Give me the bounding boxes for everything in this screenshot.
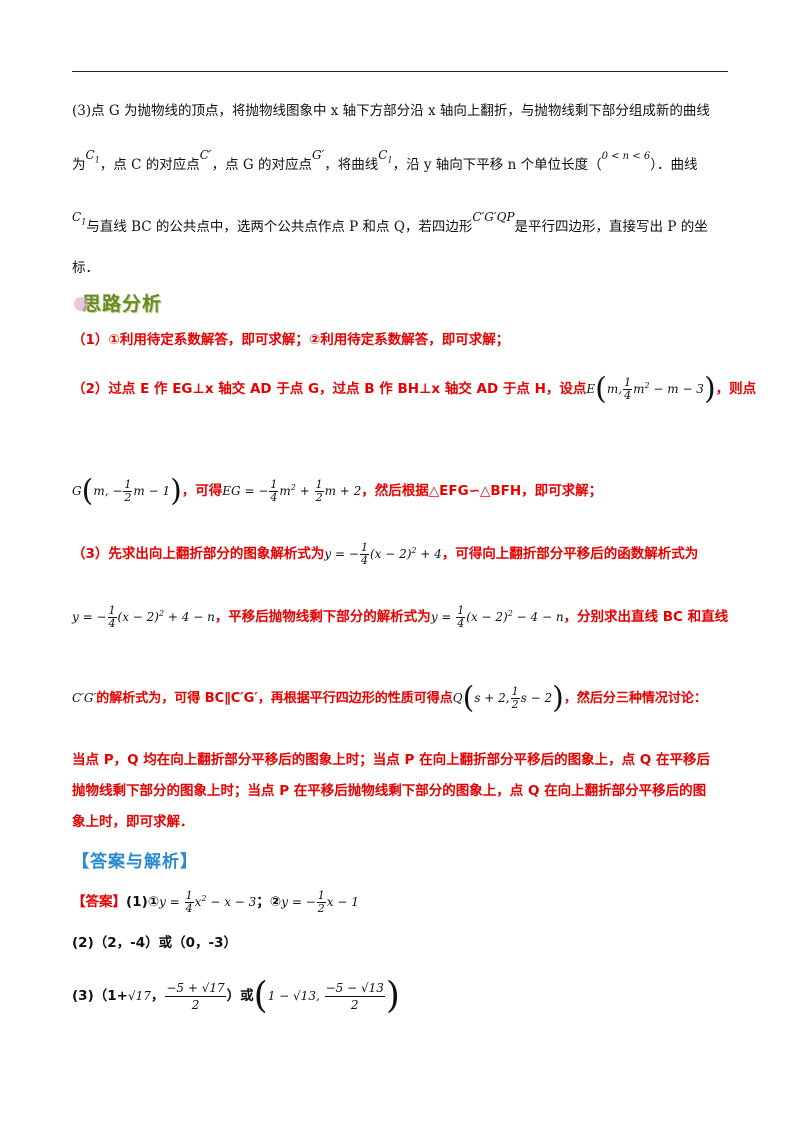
text: 的解析式为，可得 BC∥C′G′，再根据平行四边形的性质可得点 <box>96 691 453 706</box>
answer-label: 【答案】 <box>72 894 126 910</box>
text: ）．曲线 <box>650 157 698 173</box>
answer-title: 【答案与解析】 <box>72 852 198 872</box>
math-c1: C1 <box>85 148 100 165</box>
text: ，点 C 的对应点 <box>99 157 200 173</box>
text: ， <box>150 988 165 1004</box>
analysis-heading: 思路分析 <box>74 289 162 316</box>
text: ，沿 y 轴向下平移 n 个单位长度（ <box>392 157 602 173</box>
text: ，然后根据△EFG∽△BFH，即可求解； <box>361 483 603 499</box>
text: 为 <box>72 157 86 173</box>
text: 抛物线剩下部分的图象上时；当点 P 在平移后抛物线剩下部分的图象上，点 Q 在向… <box>72 783 707 799</box>
analysis-p4: 当点 P，Q 均在向上翻折部分平移后的图象上时；当点 P 在向上翻折部分平移后的… <box>72 745 732 838</box>
text: ；② <box>256 894 282 910</box>
analysis-p3-line3: C′G′的解析式为，可得 BC∥C′G′，再根据平行四边形的性质可得点Q(s +… <box>72 680 732 716</box>
analysis-p2-line1: （2）过点 E 作 EG⊥x 轴交 AD 于点 G，过点 B 作 BH⊥x 轴交… <box>72 371 756 407</box>
math-quad: C′G′QP <box>472 210 515 224</box>
text: 与直线 BC 的公共点中，选两个公共点作点 P 和点 Q，若四边形 <box>86 219 473 235</box>
text: （2）过点 E 作 EG⊥x 轴交 AD 于点 G，过点 B 作 BH⊥x 轴交… <box>72 381 587 397</box>
text: ，则点 <box>715 381 757 397</box>
text: ，将曲线 <box>324 157 379 173</box>
text: ，然后分三种情况讨论： <box>563 691 707 706</box>
math-CG: C′G′ <box>72 691 97 705</box>
text: ）或 <box>226 988 254 1004</box>
math-n-range: 0 < n < 6 <box>601 151 651 162</box>
text: 象上时，即可求解． <box>72 814 194 830</box>
text: ，可得 <box>181 483 223 499</box>
math-c1b: C1 <box>378 148 393 165</box>
math-sqrt17: √17 <box>127 989 151 1003</box>
text: ，点 G 的对应点 <box>211 157 312 173</box>
math-cprime: C′ <box>199 148 212 162</box>
math-gprime: G′ <box>311 148 325 162</box>
heading-splash <box>74 297 88 311</box>
text: ，分别求出直线 BC 和直线 <box>563 609 729 625</box>
text: ，可得向上翻折部分平移后的函数解析式为 <box>441 546 699 562</box>
text: 当点 P，Q 均在向上翻折部分平移后的图象上时；当点 P 在向上翻折部分平移后的… <box>72 752 710 768</box>
problem-line-4: 标． <box>72 260 99 276</box>
text: ，平移后抛物线剩下部分的解析式为 <box>214 609 431 625</box>
text: （3）先求出向上翻折部分的图象解析式为 <box>72 546 325 562</box>
text: (3)（1+ <box>72 988 128 1004</box>
text: 是平行四边形，直接写出 P 的坐 <box>514 219 708 235</box>
header-rule <box>72 71 728 72</box>
text: (1)① <box>126 894 160 910</box>
problem-line-1: (3)点 G 为抛物线的顶点，将抛物线图象中 x 轴下方部分沿 x 轴向上翻折，… <box>72 103 710 119</box>
math-c1c: C1 <box>72 210 87 227</box>
problem-line-3: C1与直线 BC 的公共点中，选两个公共点作点 P 和点 Q，若四边形C′G′Q… <box>72 210 732 242</box>
analysis-p1: （1）①利用待定系数解答，即可求解；②利用待定系数解答，即可求解； <box>72 332 510 348</box>
problem-line-2: 为C1，点 C 的对应点C′，点 G 的对应点G′，将曲线C1，沿 y 轴向下平… <box>72 148 732 180</box>
answer-line-2: (2)（2，-4）或（0，-3） <box>72 935 238 951</box>
